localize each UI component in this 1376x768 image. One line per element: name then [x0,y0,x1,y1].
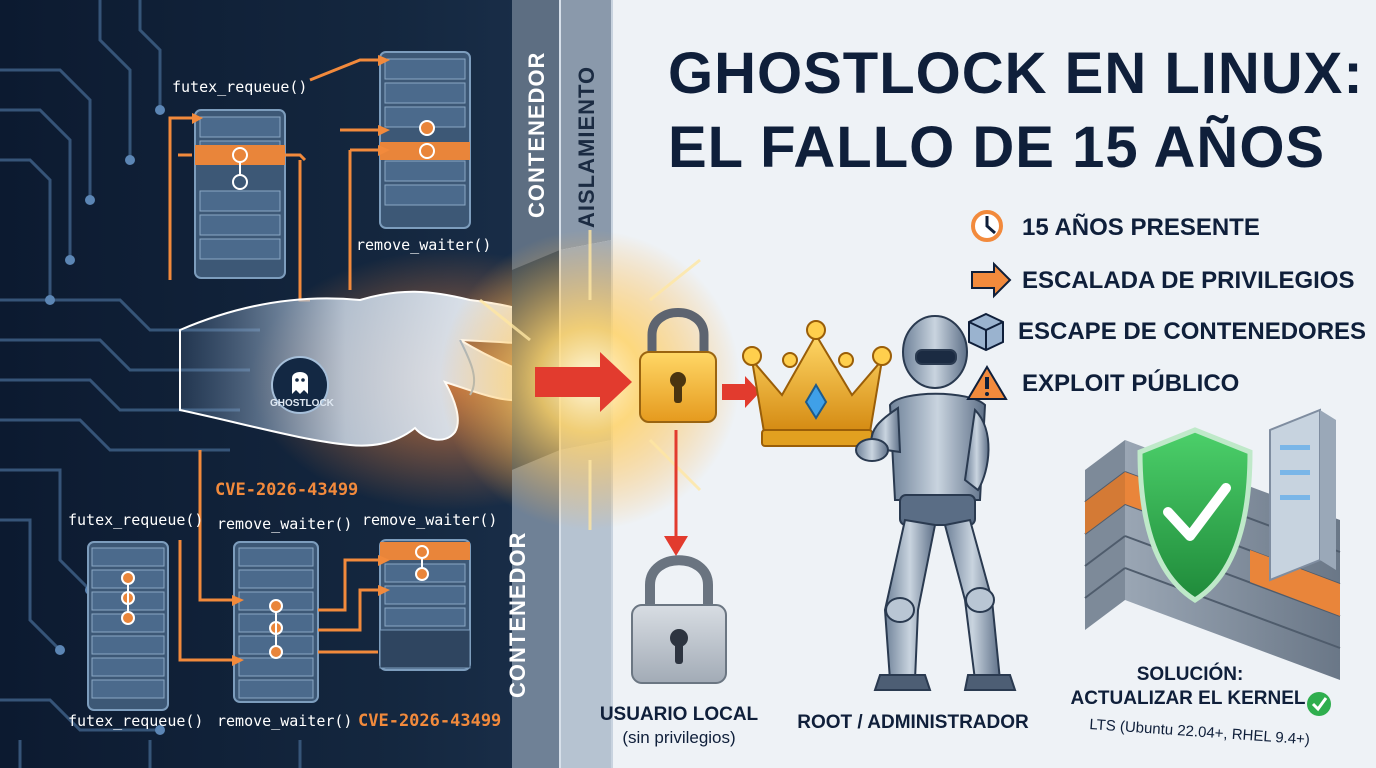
solution-action: ACTUALIZAR EL KERNEL [1070,688,1306,709]
check-icon [1307,692,1331,716]
feature-2: ESCALADA DE PRIVILEGIOS [1022,267,1355,294]
label-remove-waiter-top: remove_waiter() [356,236,492,254]
label-futex-requeue-top: futex_requeue() [172,78,308,96]
local-user-sub: (sin privilegios) [622,728,736,747]
cve-bottom: CVE-2026-43499 [358,711,502,731]
cube-icon [968,312,1004,352]
feature-4: EXPLOIT PÚBLICO [1022,370,1240,397]
label-remove-waiter-mid-1: remove_waiter() [217,515,353,533]
wall-label-isolation: AISLAMIENTO [574,65,599,228]
title-line-1: GHOSTLOCK EN LINUX: [668,41,1364,106]
cve-main: CVE-2026-43499 [215,480,359,500]
local-user-label: USUARIO LOCAL [599,704,759,725]
arrow-icon [971,261,1012,299]
root-label: ROOT / ADMINISTRADOR [797,712,1029,733]
wall-label-container-bottom: CONTENEDOR [505,531,530,698]
label-futex-requeue-mid: futex_requeue() [68,511,204,529]
label-futex-requeue-bottom: futex_requeue() [68,712,204,730]
ghostlock-badge: GHOSTLOCK [270,398,334,409]
feature-1: 15 AÑOS PRESENTE [1022,214,1260,241]
solution-label: SOLUCIÓN: [1136,664,1244,685]
title-line-2: EL FALLO DE 15 AÑOS [668,115,1326,180]
warning-icon [966,365,1008,400]
clock-icon [971,210,1003,242]
label-remove-waiter-bottom: remove_waiter() [217,712,353,730]
wall-label-container-top: CONTENEDOR [524,51,549,218]
feature-3: ESCAPE DE CONTENEDORES [1018,318,1367,345]
label-remove-waiter-mid-2: remove_waiter() [362,511,498,529]
